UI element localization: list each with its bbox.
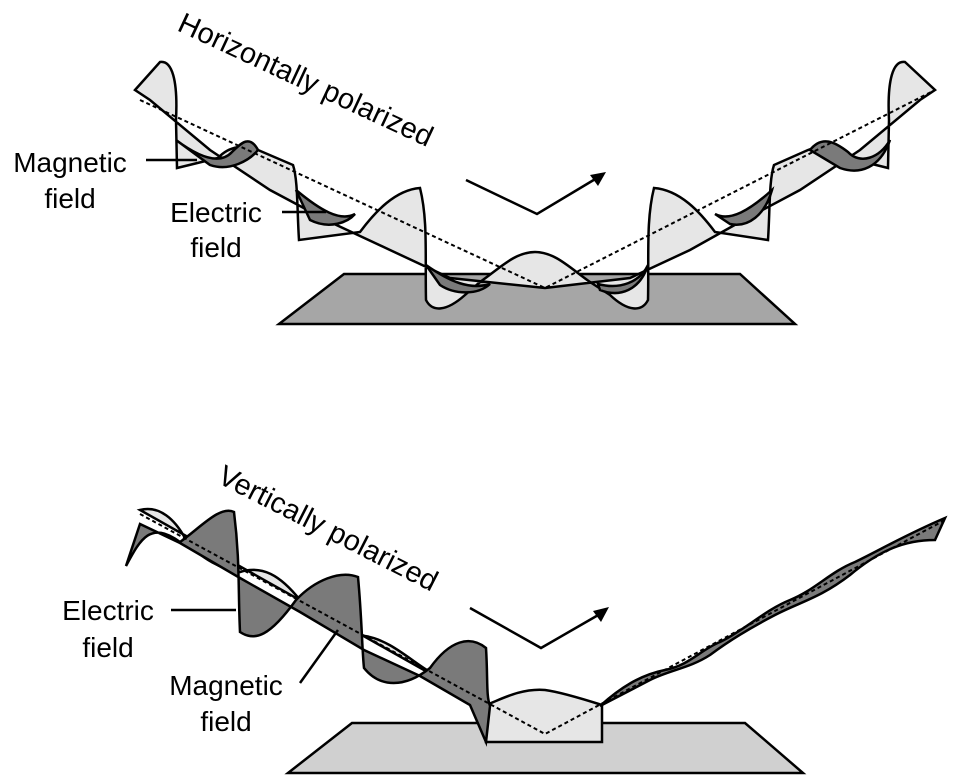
incidence-arrow-bottom [469, 606, 601, 650]
electric-wave-bottom [124, 509, 492, 747]
reflecting-surface-top [275, 272, 799, 326]
magnetic-label-top-line2: field [44, 183, 95, 214]
arrow-head-bottom [593, 607, 609, 622]
magnetic-wave-top [133, 60, 938, 310]
electric-label-bottom-line2: field [82, 632, 133, 663]
electric-label-bottom-line1: Electric [62, 595, 154, 626]
arrow-head-top [590, 172, 606, 186]
electric-label-top-line2: field [190, 232, 241, 263]
electric-wave-top [175, 138, 892, 295]
vertical-panel: Vertically polarized Electric field Magn… [62, 460, 948, 775]
propagation-axis-bottom [139, 513, 946, 736]
magnetic-leader-bottom [298, 629, 340, 684]
magnetic-label-bottom-line1: Magnetic [169, 670, 283, 701]
propagation-axis-top [139, 89, 936, 290]
magnetic-label-bottom-line2: field [200, 706, 251, 737]
magnetic-label-top-line1: Magnetic [13, 147, 127, 178]
horizontal-title: Horizontally polarized [173, 7, 438, 153]
reflecting-surface-bottom [284, 721, 807, 775]
incidence-arrow-top [465, 176, 598, 216]
electric-label-top-line1: Electric [170, 197, 262, 228]
horizontal-panel: Horizontally polarized Magnetic field El… [13, 7, 938, 326]
reflected-wave-bottom [599, 515, 948, 708]
